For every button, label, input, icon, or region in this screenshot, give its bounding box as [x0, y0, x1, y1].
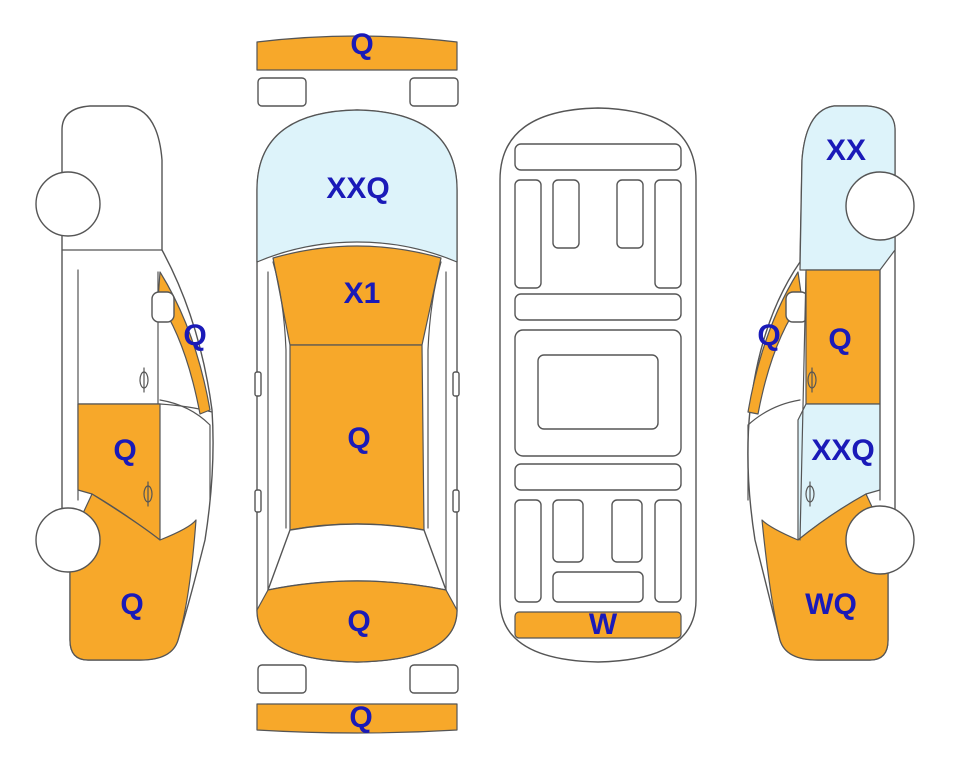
underbody-right-rail-front — [654, 179, 682, 289]
underbody-right-rail-rear — [654, 499, 682, 603]
left-handle-rear — [254, 489, 262, 513]
left-rear-window-line — [159, 399, 211, 501]
left-rear-quarter-panel[interactable] — [69, 493, 197, 661]
top-right-window-line — [427, 261, 442, 529]
left-taillight — [257, 664, 307, 694]
left-front-wheel — [35, 171, 101, 237]
left-rear-door-handle — [143, 481, 153, 507]
underbody-right-mount — [616, 179, 644, 249]
underbody-right-rear-mount — [611, 499, 643, 563]
hood-panel[interactable] — [256, 109, 458, 263]
label-rear-bumper: Q — [349, 701, 372, 734]
trunk-panel[interactable] — [256, 580, 458, 663]
left-side-view — [35, 105, 214, 661]
damage-labels: Q XXQ X1 Q Q Q Q Q Q W XX Q Q XXQ WQ — [113, 28, 874, 734]
left-front-door-handle — [139, 367, 149, 393]
left-rear-wheel — [35, 507, 101, 573]
underbody-rear-crossmember — [514, 463, 682, 491]
left-headlight — [257, 77, 307, 107]
underbody-rear-panel[interactable] — [514, 611, 682, 639]
label-trunk: Q — [347, 605, 370, 638]
underbody-floor-center — [537, 354, 659, 430]
right-window-line — [747, 399, 801, 501]
right-mirror — [452, 371, 460, 397]
label-left-rear-door: Q — [113, 434, 136, 467]
right-side-view — [747, 105, 915, 661]
left-side-mirror — [151, 291, 175, 323]
rear-bumper-panel[interactable] — [256, 703, 458, 734]
label-right-rear-quarter: WQ — [805, 588, 857, 621]
right-door-seam — [799, 271, 807, 541]
left-mirror — [254, 371, 262, 397]
label-right-rear-door: XXQ — [811, 434, 874, 467]
right-rear-wheel — [845, 505, 915, 575]
label-front-bumper: Q — [350, 28, 373, 61]
right-rear-door-handle — [805, 481, 815, 507]
underbody-spare-well — [552, 571, 644, 603]
label-hood: XXQ — [326, 172, 389, 205]
right-headlight — [409, 77, 459, 107]
underbody-front-crossmember — [514, 143, 682, 171]
label-underbody-rear: W — [589, 608, 618, 641]
underbody-firewall-crossmember — [514, 293, 682, 321]
label-right-a-pillar: Q — [757, 319, 780, 352]
underbody-view — [499, 107, 697, 663]
underbody-left-rail-front — [514, 179, 542, 289]
right-front-wheel — [845, 171, 915, 241]
label-left-rear-quarter: Q — [120, 588, 143, 621]
right-handle-rear — [452, 489, 460, 513]
right-taillight — [409, 664, 459, 694]
right-front-door-handle — [807, 367, 817, 393]
label-right-front-fender: XX — [826, 134, 866, 167]
top-left-window-line — [272, 261, 287, 529]
front-bumper-panel[interactable] — [256, 35, 458, 71]
underbody-left-rail-rear — [514, 499, 542, 603]
top-view — [254, 35, 460, 734]
windshield-panel[interactable] — [272, 245, 442, 346]
rear-window — [267, 523, 447, 591]
label-windshield: X1 — [344, 277, 381, 310]
label-roof: Q — [347, 422, 370, 455]
label-left-a-pillar: Q — [183, 319, 206, 352]
underbody-left-mount — [552, 179, 580, 249]
underbody-left-rear-mount — [552, 499, 584, 563]
label-right-front-door: Q — [828, 323, 851, 356]
